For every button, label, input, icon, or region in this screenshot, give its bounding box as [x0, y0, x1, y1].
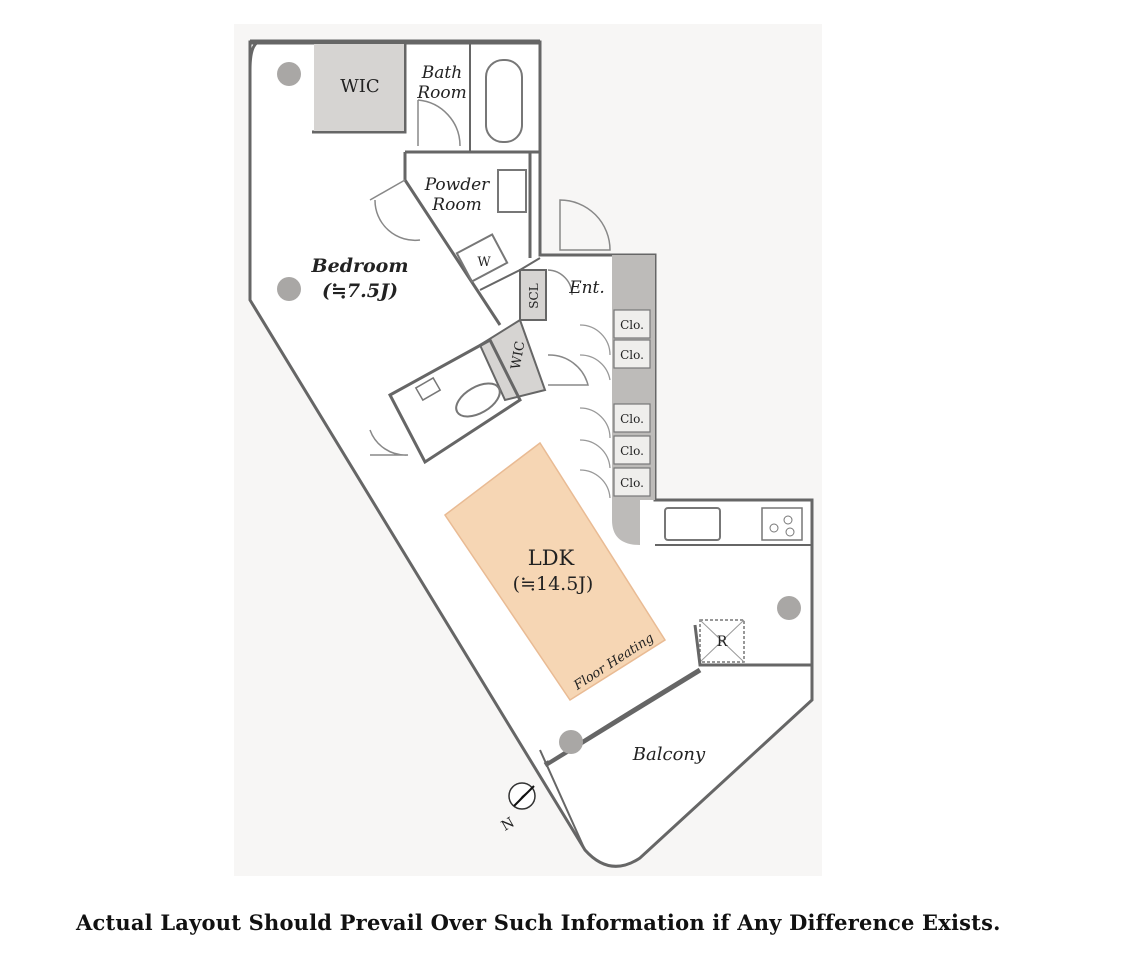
sink-icon [497, 169, 527, 213]
toilet-door-icon [369, 429, 409, 456]
closet-label: Clo. [620, 444, 644, 458]
kitchen-sink-icon [664, 507, 721, 541]
balcony-label: Balcony [632, 744, 706, 765]
closet-4 [613, 435, 651, 465]
wic-top-room [314, 44, 404, 131]
kitchen-counter [655, 499, 813, 546]
burner-icon [783, 515, 793, 525]
pillar-icon [559, 730, 583, 754]
closet-3 [613, 403, 651, 433]
stove-icon [761, 507, 803, 541]
closet-label: Clo. [620, 412, 644, 426]
toilet-icon [455, 382, 501, 418]
disclaimer-text: Actual Layout Should Prevail Over Such I… [76, 910, 1001, 935]
refrigerator-icon [699, 619, 745, 663]
bath-door-icon [417, 99, 461, 147]
compass-icon [508, 782, 536, 810]
burner-icon [785, 527, 795, 537]
pillar-icon [277, 277, 301, 301]
ldk-size: (≒14.5J) [513, 573, 594, 595]
balcony-wall-east [693, 624, 812, 667]
closet-5 [613, 467, 651, 497]
balcony-wall-west [539, 749, 586, 851]
wic-door-icon [547, 354, 589, 386]
bedroom-label: Bedroom [311, 255, 409, 277]
pillar-icon [777, 596, 801, 620]
bedroom-size: (≒7.5J) [322, 280, 398, 302]
closet-2 [613, 339, 651, 369]
washer-label: W [477, 255, 491, 270]
closet-door-icons [579, 324, 611, 499]
bathtub-icon [485, 59, 523, 143]
wic-top-label: WIC [340, 76, 379, 97]
washer-icon [455, 233, 509, 283]
closet-label: Clo. [620, 476, 644, 490]
closet-label: Clo. [620, 318, 644, 332]
bath-label-1: Bath [421, 63, 462, 83]
floor-heating-area [443, 441, 667, 702]
entrance-label: Ent. [568, 278, 605, 298]
entrance-door-icon [547, 269, 573, 296]
powder-label-1: Powder [424, 175, 490, 195]
toilet-room [387, 337, 522, 465]
bedroom-door-icon [369, 179, 421, 242]
pillar-icon [277, 62, 301, 86]
wic-mid-label: WIC [509, 340, 529, 371]
scl-closet [519, 269, 547, 321]
closet-1 [613, 309, 651, 339]
corner-curve [248, 40, 259, 71]
front-door-icon [559, 199, 611, 251]
wic-mid-room [478, 318, 547, 402]
bath-label-2: Room [416, 83, 466, 103]
refrigerator-label: R [717, 634, 728, 650]
refrigerator-cross [699, 619, 745, 663]
toilet-sink-icon [414, 376, 442, 402]
powder-label-2: Room [431, 195, 481, 215]
closet-label: Clo. [620, 348, 644, 362]
ldk-label: LDK [528, 546, 575, 570]
burner-icon [769, 523, 779, 533]
scl-label: SCL [527, 283, 541, 308]
wic-wall [312, 42, 407, 134]
